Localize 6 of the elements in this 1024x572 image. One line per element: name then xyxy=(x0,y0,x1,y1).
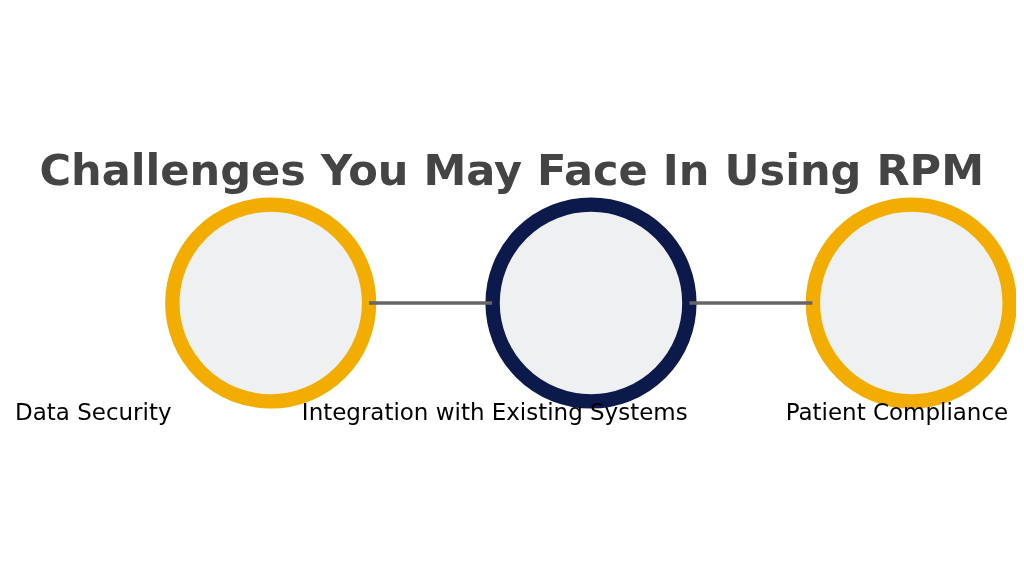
diagram-title: Challenges You May Face In Using RPM xyxy=(39,144,985,195)
node-label: Data Security xyxy=(15,398,172,425)
node-label: Patient Compliance xyxy=(785,398,1009,425)
connector xyxy=(689,300,813,305)
node-label: Integration with Existing Systems xyxy=(301,398,688,425)
connector xyxy=(369,300,493,305)
